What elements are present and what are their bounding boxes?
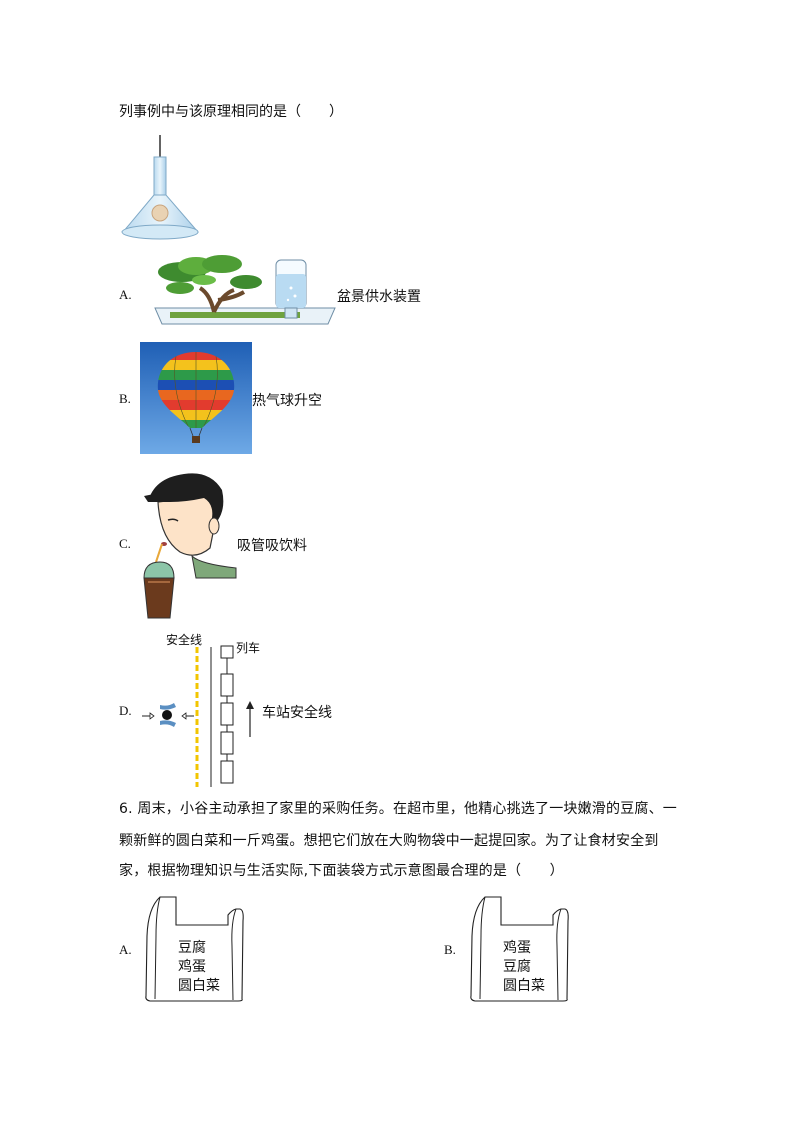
option-a-caption: 盆景供水装置 xyxy=(337,289,421,305)
train-label: 列车 xyxy=(236,641,261,655)
hot-air-balloon-photo xyxy=(140,342,252,454)
bag-b-item-middle: 豆腐 xyxy=(503,959,531,975)
option-a-label: A. xyxy=(119,287,132,302)
option-c-label: C. xyxy=(119,536,131,551)
option-d-caption: 车站安全线 xyxy=(262,705,332,721)
shopping-bag-a xyxy=(145,896,244,1002)
bag-a-item-bottom: 圆白菜 xyxy=(178,978,220,994)
station-safety-line-diagram xyxy=(142,645,254,787)
question-5-stem: 列事例中与该原理相同的是（ ） xyxy=(119,104,343,120)
bag-a-item-top: 豆腐 xyxy=(178,940,206,956)
safety-line-label: 安全线 xyxy=(166,633,203,647)
question-6-line-3: 家，根据物理知识与生活实际,下面装袋方式示意图最合理的是（ ） xyxy=(119,863,564,879)
boy-drinking-straw-illustration xyxy=(143,473,237,619)
option-c-caption: 吸管吸饮料 xyxy=(237,538,307,554)
option-b-caption: 热气球升空 xyxy=(252,393,322,409)
question-6-line-2: 颗新鲜的圆白菜和一斤鸡蛋。想把它们放在大购物袋中一起提回家。为了让食材安全到 xyxy=(119,833,659,849)
q6-option-a-label: A. xyxy=(119,942,132,957)
question-6-line-1: 6. 周末，小谷主动承担了家里的采购任务。在超市里，他精心挑选了一块嫩滑的豆腐、… xyxy=(119,801,678,817)
shopping-bag-b xyxy=(470,896,569,1002)
funnel-pingpong-illustration xyxy=(121,135,199,240)
option-d-label: D. xyxy=(119,703,132,718)
bag-a-item-middle: 鸡蛋 xyxy=(178,959,206,975)
bag-b-item-top: 鸡蛋 xyxy=(503,940,531,956)
bag-b-item-bottom: 圆白菜 xyxy=(503,978,545,994)
bonsai-water-supply-illustration xyxy=(154,255,336,325)
q6-option-b-label: B. xyxy=(444,942,456,957)
option-b-label: B. xyxy=(119,391,131,406)
